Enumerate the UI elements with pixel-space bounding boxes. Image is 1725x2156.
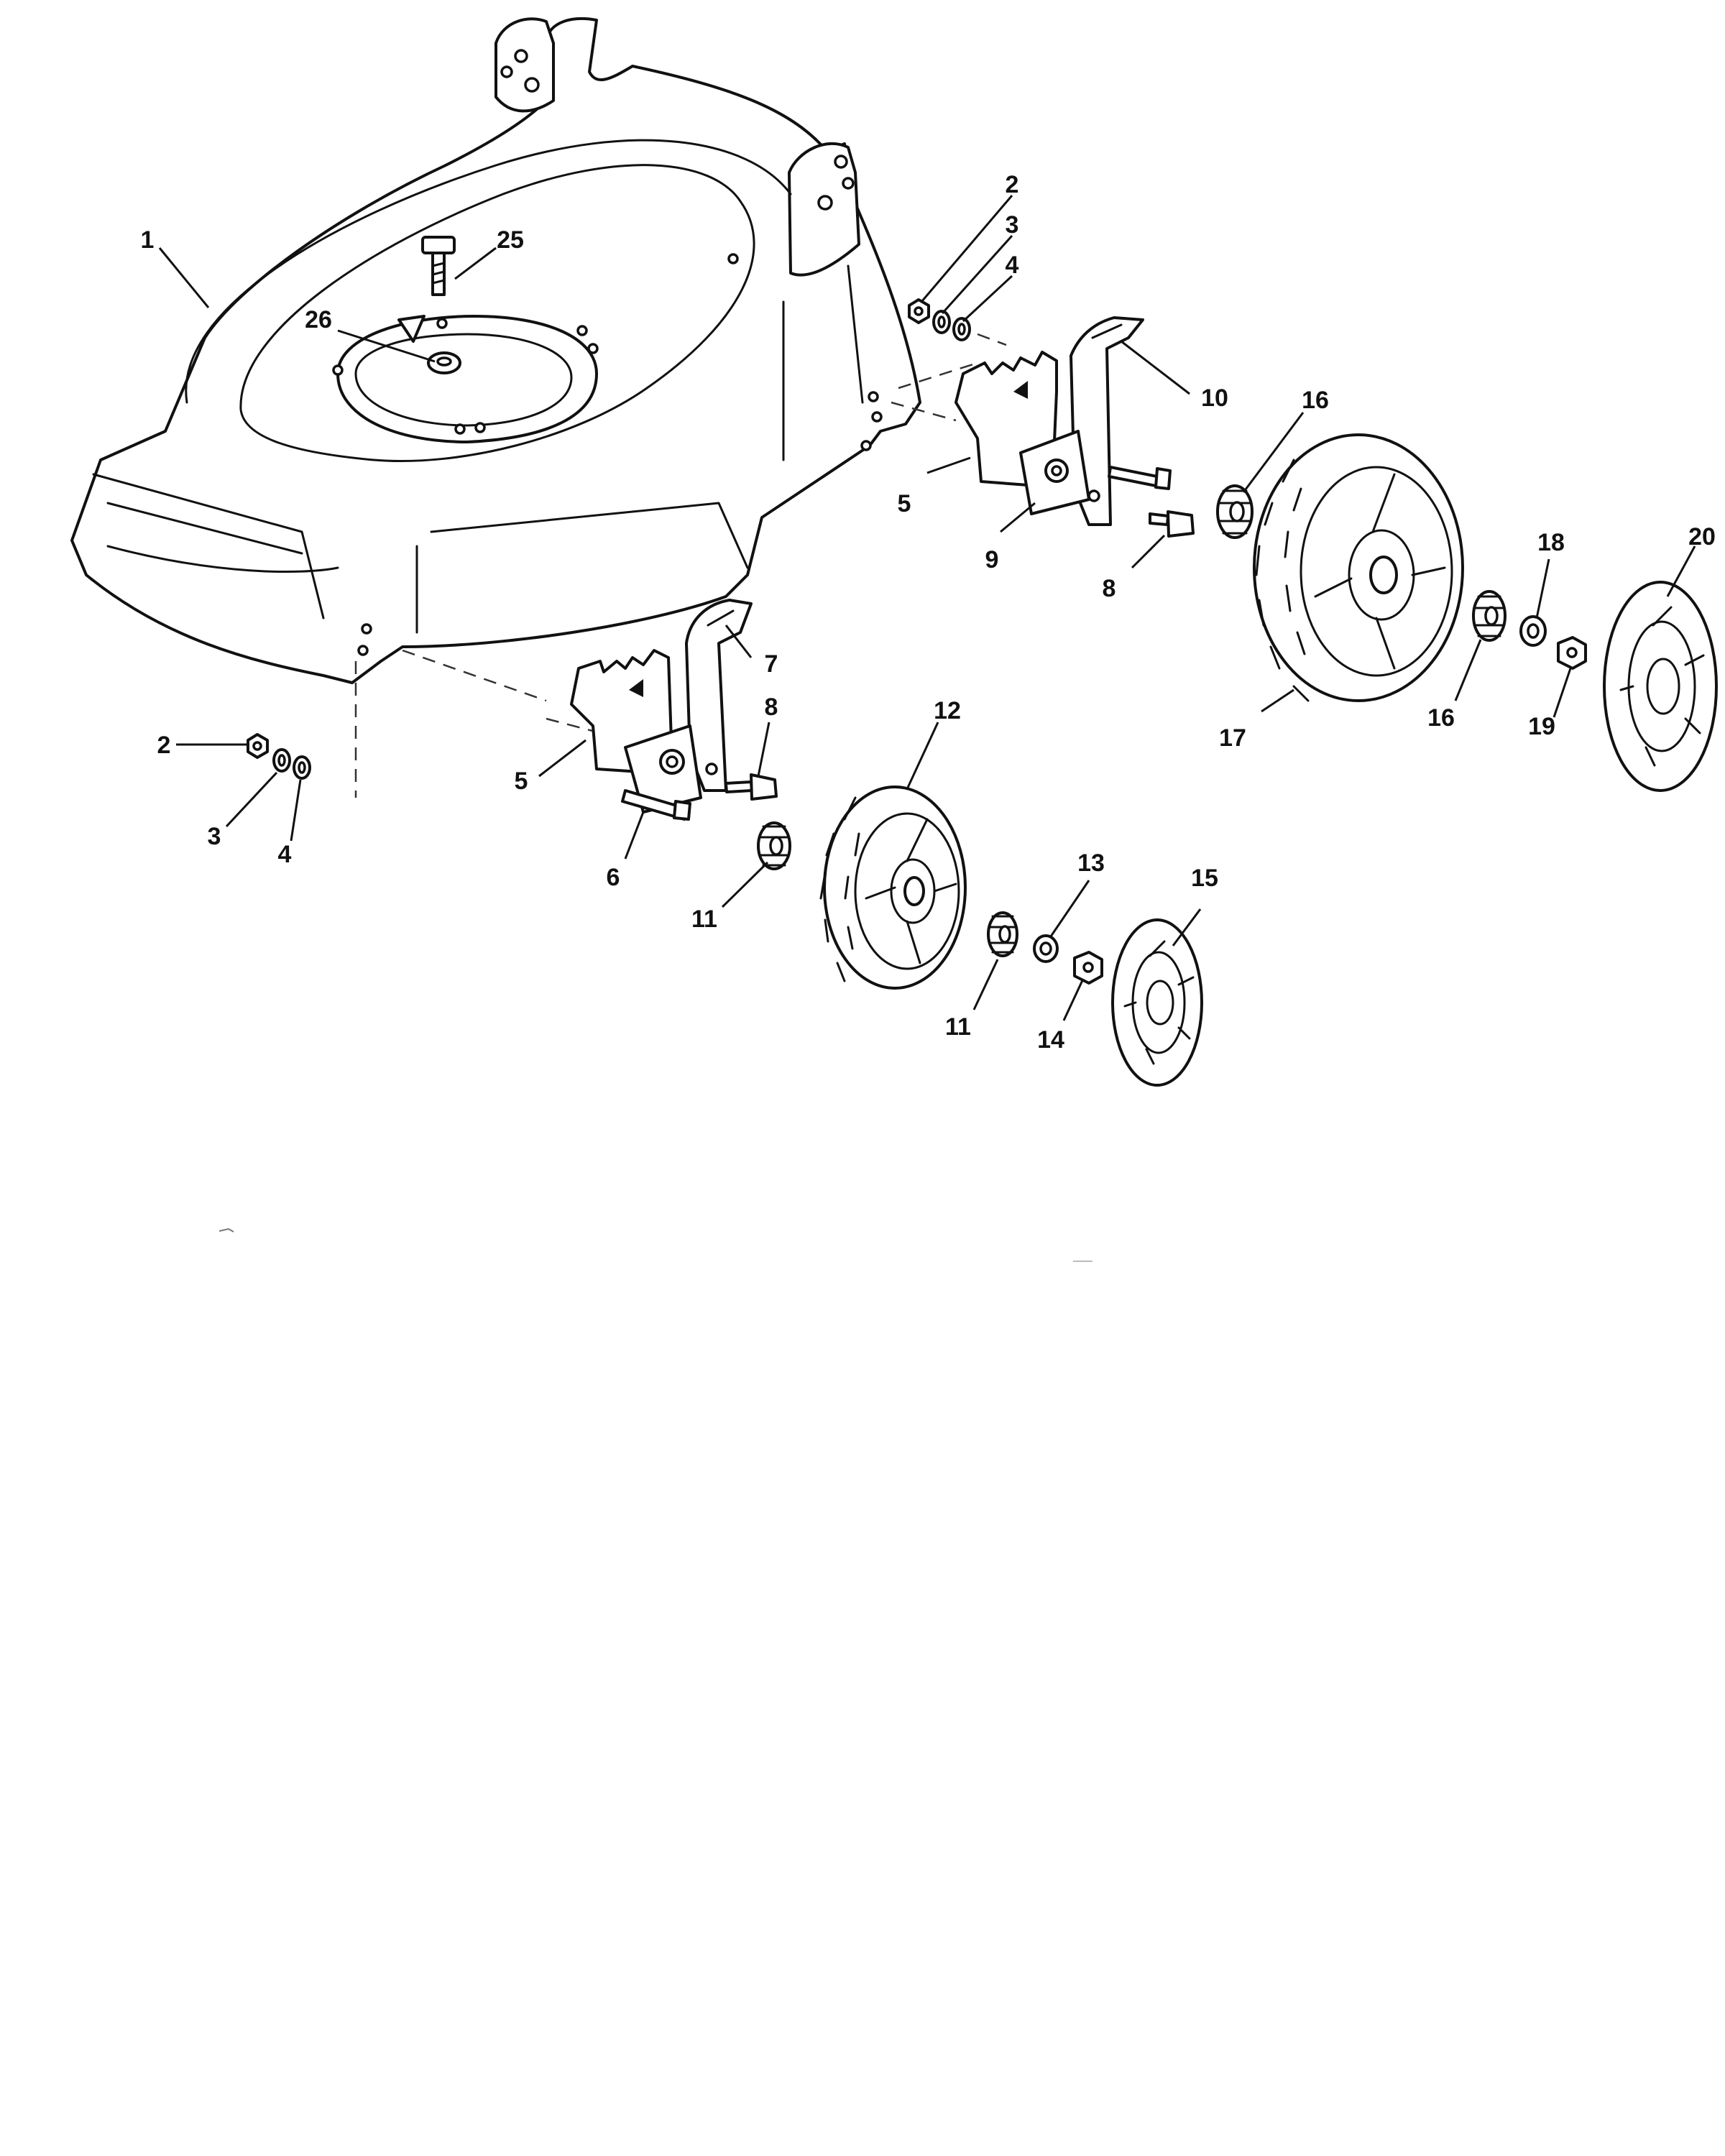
callout-13: 13 [1077,849,1105,877]
stray-mark-left [218,1227,234,1233]
callout-8-front: 8 [765,694,778,721]
callout-16-inner: 16 [1302,387,1329,414]
pinion-11-inner [757,821,791,870]
alignment-line-front [354,649,669,798]
bolt-25 [421,236,456,296]
callout-2-front: 2 [157,732,171,759]
nut-19 [1557,636,1587,670]
callout-labels: 1 25 26 2 3 4 10 16 5 9 8 18 20 17 16 19… [141,171,1716,1054]
pinion-16-inner [1216,484,1254,539]
callout-3-front: 3 [208,823,221,850]
callout-7: 7 [765,650,778,678]
callout-15: 15 [1191,865,1218,892]
front-wheel [819,786,967,990]
callout-9: 9 [985,546,999,573]
callout-20: 20 [1688,523,1716,550]
washer-13 [1033,934,1059,963]
bolt-8-rear [1149,510,1195,538]
callout-12: 12 [934,697,961,724]
axle-plate-rear [1019,430,1090,515]
nut-14 [1073,951,1103,985]
callout-3-rear: 3 [1006,211,1019,239]
nut-26 [427,351,461,374]
height-adjust-lever-rear [1070,316,1172,526]
callout-14: 14 [1037,1026,1064,1054]
callout-4-front: 4 [278,841,292,868]
height-adjust-lever-front [685,599,753,792]
callout-5-front: 5 [515,768,528,795]
callout-25: 25 [497,226,524,254]
callout-5-rear: 5 [898,490,911,517]
callout-16-outer: 16 [1427,704,1455,732]
callout-2-rear: 2 [1006,171,1019,198]
pinion-16-outer [1472,590,1506,642]
alignment-line-rear [891,361,978,422]
pinion-11-outer [987,911,1018,957]
bolt-8-front [724,773,778,801]
callout-4-rear: 4 [1006,252,1019,279]
hubcap-15 [1111,918,1203,1087]
washer-stack-rear [908,298,971,341]
callout-17: 17 [1219,724,1246,752]
callout-1: 1 [141,226,155,254]
rear-wheel [1253,433,1464,702]
mower-deck-housing [70,17,921,684]
callout-8-rear: 8 [1103,575,1116,602]
callout-19: 19 [1528,713,1555,740]
washer-stack-front [247,733,311,780]
callout-6: 6 [607,864,620,891]
callout-18: 18 [1537,529,1565,556]
callout-10: 10 [1201,384,1228,412]
leader-lines [158,195,1696,1021]
callout-26: 26 [305,306,332,333]
hubcap-20 [1603,581,1718,792]
callout-11-inner: 11 [691,906,717,933]
axle-plate-front [621,724,702,821]
washer-18 [1519,615,1547,647]
callout-11-outer: 11 [945,1013,971,1041]
alignment-line-washers [977,333,1007,346]
